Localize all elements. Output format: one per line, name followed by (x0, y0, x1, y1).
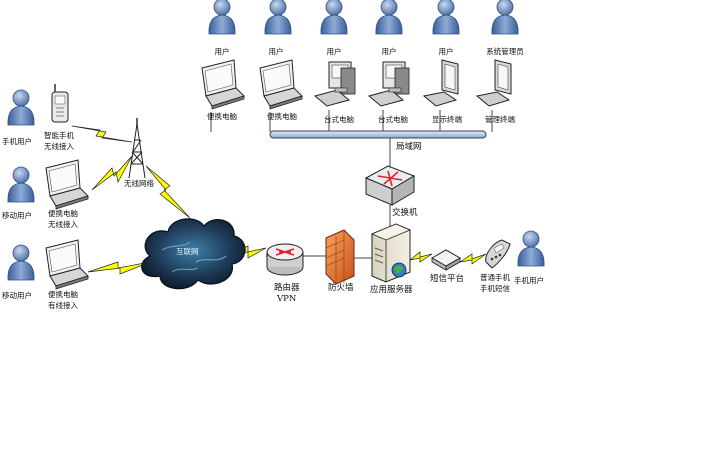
top-devices: 便携电脑 便携电脑 台式电脑 台式电脑 显示终端 管理终端 (201, 59, 515, 124)
person-icon (7, 166, 35, 203)
lightning-icon (145, 165, 191, 219)
laptop-label: 便携电脑 (48, 208, 78, 218)
user-label: 用户 (327, 46, 342, 56)
device-label: 显示终端 (432, 114, 462, 124)
laptop-icon (201, 59, 245, 110)
left-clients: 手机用户 智能手机 无线接入 移动用户 便携电脑 无线接入 移动用户 便携电脑 … (2, 84, 89, 310)
user-label: 用户 (215, 46, 230, 56)
admin-label: 系统管理员 (486, 46, 524, 56)
lightning-icon (87, 261, 151, 275)
smartphone-label: 智能手机 (44, 130, 74, 140)
lightning-icon (71, 125, 133, 143)
laptop-icon (45, 159, 89, 210)
firewall-label: 防火墙 (328, 282, 354, 293)
laptop-sublabel: 有线接入 (48, 300, 78, 310)
mobile-user-label: 移动用户 (2, 290, 32, 300)
desktop-icon (314, 61, 356, 107)
person-icon (264, 0, 292, 35)
mobile-user-label: 手机用户 (2, 136, 32, 146)
sms-platform-label: 短信平台 (430, 273, 464, 284)
device-label: 管理终端 (485, 114, 515, 124)
person-icon (375, 0, 403, 35)
device-label: 台式电脑 (324, 114, 354, 124)
lightning-icon (91, 155, 133, 191)
person-icon (432, 0, 460, 35)
wireless-network-label: 无线网络 (124, 178, 154, 188)
person-icon (320, 0, 348, 35)
smartphone-sublabel: 无线接入 (44, 141, 74, 151)
monitor-icon (476, 59, 512, 107)
server-icon (370, 223, 412, 283)
ordinary-phone-label: 普通手机 (480, 272, 510, 282)
firewall-icon (325, 229, 355, 285)
internet-label: 互联网 (176, 247, 199, 256)
user-label: 用户 (382, 46, 397, 56)
desktop-icon (368, 61, 410, 107)
router-label: 路由器 (274, 282, 300, 293)
switch-icon (364, 165, 416, 206)
lightning-icon (229, 245, 267, 259)
mobile-user-label: 移动用户 (2, 210, 32, 220)
user-label: 用户 (439, 46, 454, 56)
lightning-icon (459, 253, 487, 265)
sms-label: 手机短信 (480, 283, 510, 293)
user-label: 用户 (269, 46, 284, 56)
lan-label: 局域网 (396, 141, 422, 152)
lan-bus (210, 110, 493, 168)
vpn-label: VPN (276, 294, 297, 304)
top-users: 用户 用户 用户 用户 用户 系统管理员 (208, 0, 524, 56)
person-icon (517, 230, 545, 267)
device-label: 台式电脑 (378, 114, 408, 124)
cloud-icon (141, 218, 246, 290)
person-icon (491, 0, 519, 35)
sms-device-icon (430, 249, 462, 271)
tower-icon (128, 118, 146, 179)
lightning-icon (409, 251, 433, 263)
laptop-icon (45, 239, 89, 290)
person-icon (7, 89, 35, 126)
router-icon (266, 243, 304, 276)
person-icon (7, 244, 35, 281)
device-label: 便携电脑 (207, 111, 237, 121)
laptop-sublabel: 无线接入 (48, 219, 78, 229)
phone-user-label: 手机用户 (514, 275, 544, 285)
laptop-label: 便携电脑 (48, 289, 78, 299)
app-server-label: 应用服务器 (370, 284, 413, 295)
laptop-icon (259, 59, 303, 110)
phone-icon (485, 239, 511, 269)
switch-label: 交换机 (392, 207, 418, 218)
device-label: 便携电脑 (267, 111, 297, 121)
smartphone-icon (51, 84, 69, 123)
monitor-icon (423, 59, 459, 107)
person-icon (208, 0, 236, 35)
